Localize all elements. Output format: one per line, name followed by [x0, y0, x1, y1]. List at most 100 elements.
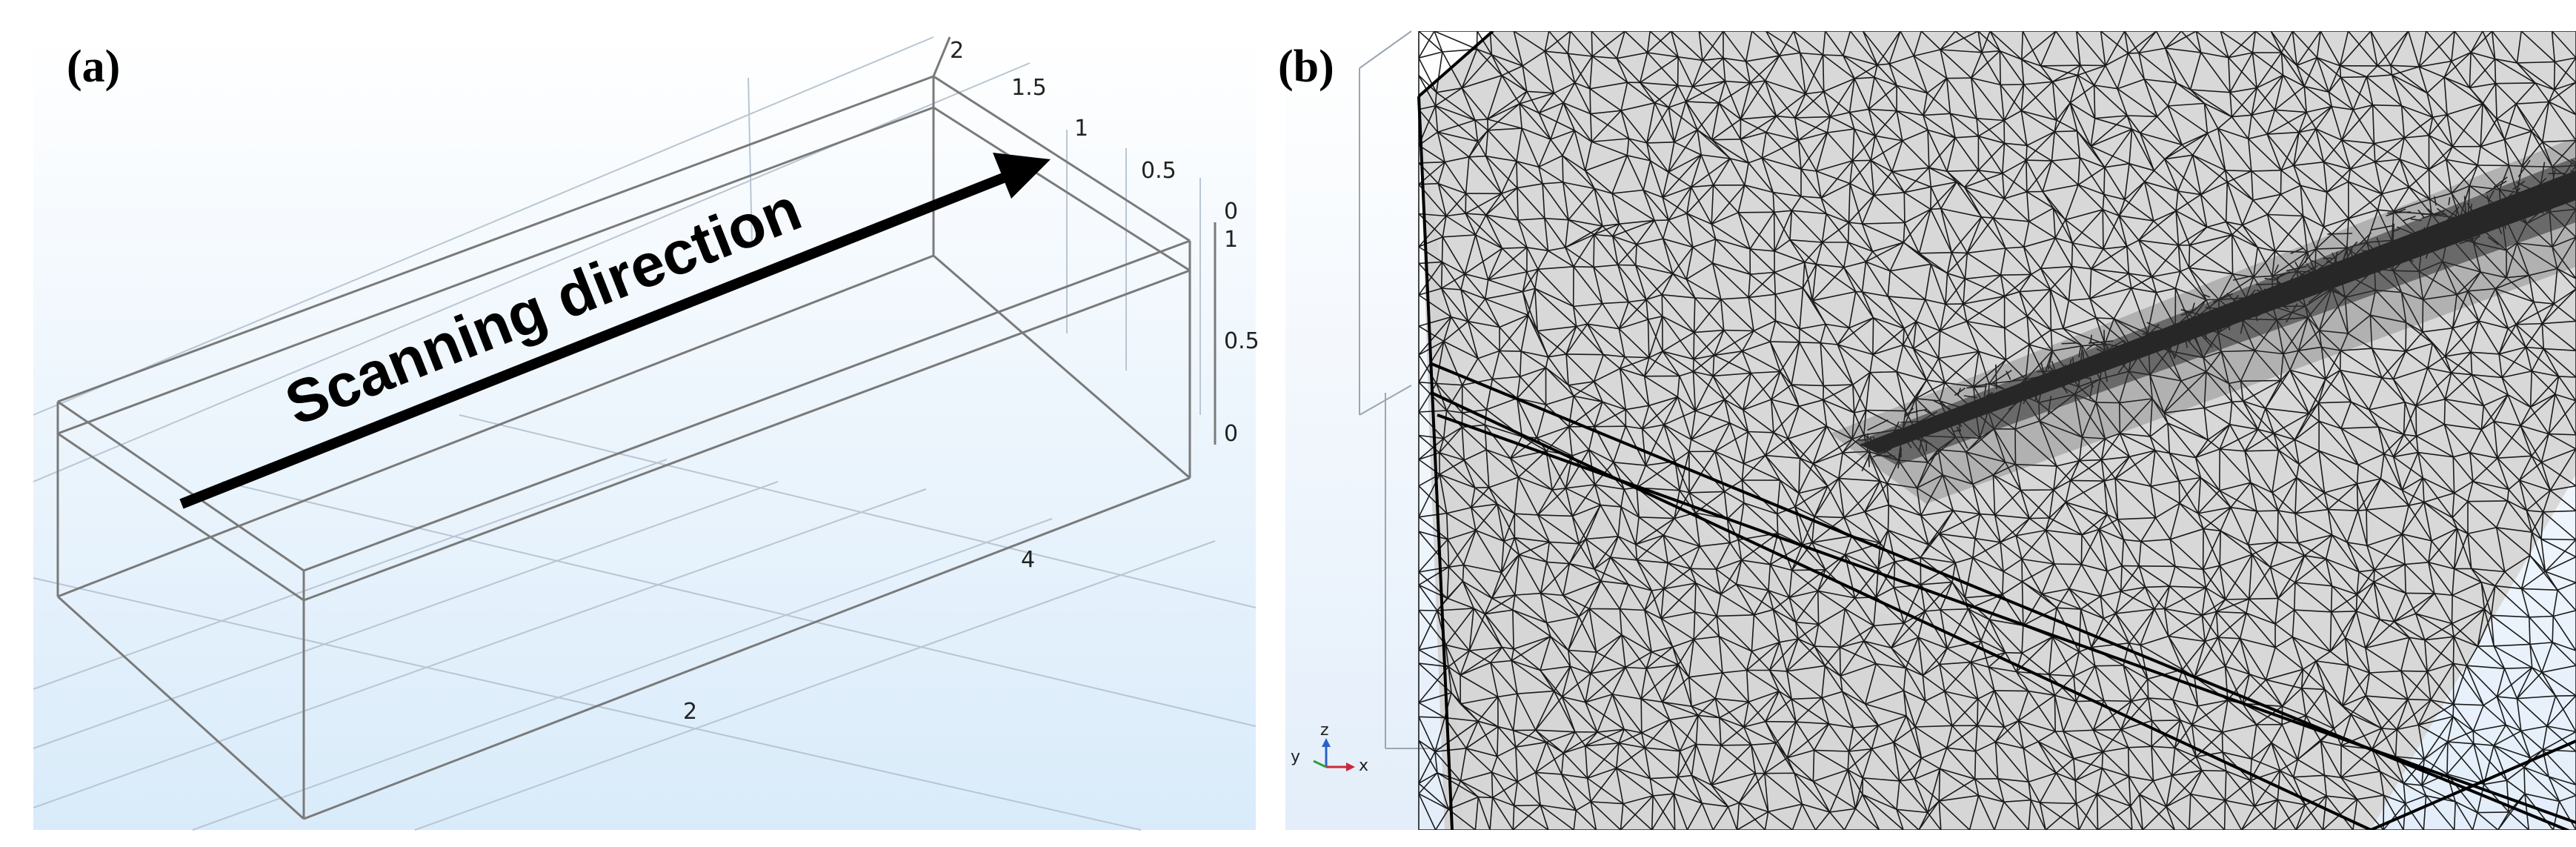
mesh-edge — [1903, 690, 1926, 702]
mesh-edge — [1821, 697, 1830, 725]
mesh-edge — [1636, 559, 1665, 590]
mesh-edge — [1698, 31, 1703, 61]
mesh-edge — [1978, 351, 1990, 385]
mesh-edge — [2028, 772, 2057, 783]
mesh-edge — [2280, 52, 2284, 76]
mesh-edge — [2019, 291, 2028, 317]
mesh-edge — [1621, 634, 1647, 669]
mesh-edge — [1800, 52, 1823, 56]
mesh-edge — [1863, 777, 1900, 782]
mesh-edge — [1585, 673, 1591, 702]
mesh-edge — [1930, 264, 1946, 305]
mesh-edge — [2071, 242, 2074, 267]
mesh-edge — [2063, 300, 2070, 329]
mesh-edge — [2200, 52, 2231, 93]
mesh-edge — [2409, 637, 2425, 641]
mesh-edge — [1743, 371, 1781, 411]
mesh-edge — [1794, 117, 1800, 141]
mesh-edge — [1750, 80, 1765, 84]
mesh-edge — [1711, 744, 1752, 785]
mesh-edge — [1591, 31, 1617, 59]
mesh-edge — [2167, 422, 2197, 458]
mesh-edge — [1517, 450, 1547, 478]
mesh-edge — [1565, 488, 1574, 516]
mesh-edge — [2151, 276, 2157, 293]
mesh-edge — [1851, 412, 1855, 439]
mesh-edge — [1748, 691, 1780, 702]
mesh-edge — [1485, 424, 1522, 438]
mesh-edge — [1545, 395, 1574, 405]
mesh-edge — [1730, 158, 1749, 164]
mesh-edge — [2391, 74, 2434, 118]
mesh-edge — [1999, 50, 2025, 85]
mesh-edge — [2381, 699, 2409, 729]
mesh-edge — [2089, 273, 2129, 299]
mesh-edge — [2401, 477, 2423, 491]
mesh-edge — [1517, 771, 1537, 783]
mesh-edge — [2318, 450, 2358, 485]
mesh-edge — [2063, 328, 2106, 345]
mesh-edge — [2369, 290, 2377, 316]
mesh-edge — [2179, 476, 2201, 482]
mesh-edge — [1945, 273, 1948, 305]
mesh-edge — [1585, 170, 1613, 194]
mesh-edge — [1649, 778, 1654, 797]
mesh-edge — [2095, 402, 2121, 434]
mesh-edge — [1914, 49, 1941, 57]
mesh-edge — [2541, 323, 2545, 349]
mesh-edge — [2190, 793, 2226, 801]
mesh-edge — [1737, 502, 1745, 540]
mesh-edge — [1854, 808, 1880, 830]
mesh-edge — [2541, 671, 2576, 697]
mesh-edge — [2200, 476, 2231, 508]
mesh-edge — [1848, 317, 1874, 329]
mesh-edge — [1946, 78, 1951, 114]
mesh-edge — [1937, 358, 1946, 383]
mesh-edge — [1418, 772, 1438, 784]
mesh-edge — [2289, 370, 2310, 414]
mesh-edge — [2339, 31, 2372, 67]
mesh-edge — [1927, 129, 1956, 139]
mesh-edge — [2124, 199, 2154, 222]
mesh-edge — [2341, 139, 2374, 145]
mesh-edge — [2516, 667, 2533, 700]
mesh-edge — [1878, 715, 1907, 726]
mesh-edge — [2095, 317, 2106, 345]
mesh-edge — [1993, 217, 2029, 222]
mesh-edge — [2515, 303, 2555, 325]
mesh-edge — [2417, 725, 2425, 760]
mesh-edge — [2467, 481, 2474, 502]
mesh-edge — [2531, 531, 2542, 540]
mesh-edge — [1551, 489, 1574, 516]
mesh-edge — [2272, 251, 2308, 277]
mesh-edge — [2553, 303, 2576, 322]
mesh-edge — [2274, 636, 2293, 648]
mesh-edge — [2005, 248, 2031, 275]
mesh-edge — [2081, 514, 2108, 536]
mesh-edge — [2069, 102, 2078, 131]
mesh-edge — [2417, 700, 2432, 725]
mesh-edge — [1538, 113, 1551, 140]
mesh-edge — [2026, 145, 2028, 161]
mesh-edge — [2201, 588, 2207, 616]
mesh-edge — [1839, 608, 1846, 648]
mesh-edge — [1619, 368, 1650, 406]
mesh-edge — [1674, 492, 1690, 519]
mesh-edge — [2374, 137, 2405, 145]
mesh-edge — [1667, 562, 1697, 584]
mesh-edge — [2026, 159, 2052, 162]
mesh-edge — [2148, 697, 2173, 701]
mesh-edge — [2164, 159, 2179, 192]
mesh-edge — [1718, 82, 1751, 104]
mesh-edge — [2401, 291, 2423, 300]
mesh-edge — [1814, 811, 1831, 830]
mesh-edge — [2303, 215, 2324, 227]
mesh-edge — [1674, 101, 1687, 143]
mesh-edge — [1981, 216, 1994, 219]
mesh-edge — [1905, 637, 1920, 668]
mesh-edge — [1613, 462, 1646, 466]
mesh-edge — [1590, 113, 1629, 139]
mesh-edge — [2454, 801, 2474, 830]
mesh-edge — [1640, 699, 1643, 734]
mesh-edge — [2225, 665, 2250, 675]
